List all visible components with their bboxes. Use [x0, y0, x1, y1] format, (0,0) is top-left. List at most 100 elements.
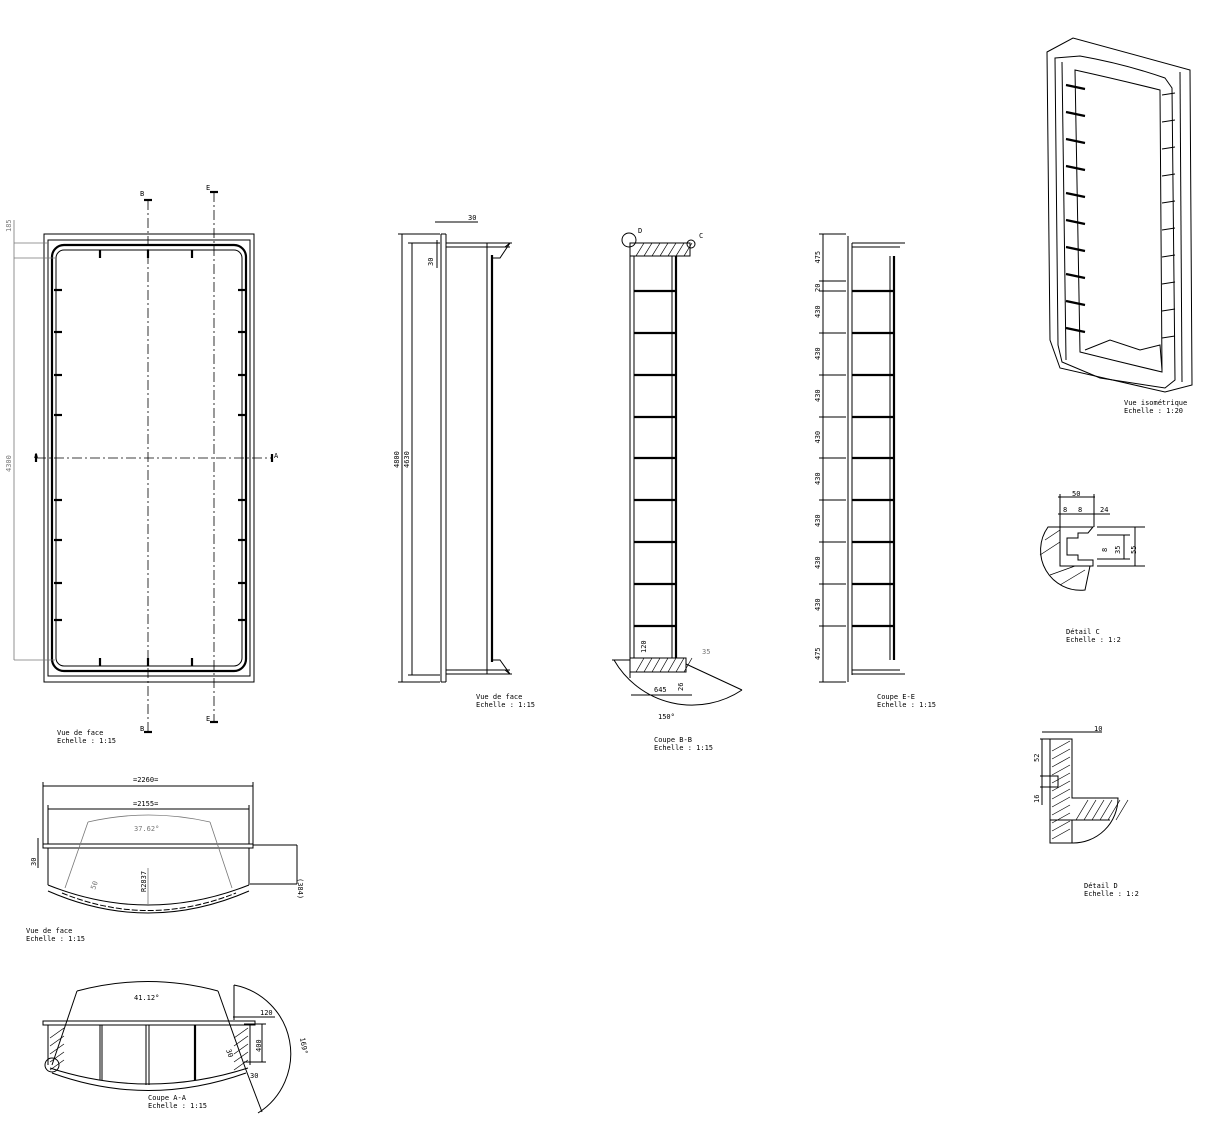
- hatch: [1051, 812, 1071, 824]
- hatch: [635, 242, 645, 257]
- dim-400: 400: [255, 1039, 263, 1052]
- hatch: [1051, 764, 1071, 776]
- dim-645: 645: [654, 686, 667, 694]
- iso-rib: [1065, 83, 1086, 91]
- dim-8c: 8: [1101, 548, 1109, 552]
- hatch: [635, 657, 645, 673]
- iso-rib: [1065, 191, 1086, 199]
- dim-value: 475: [814, 251, 822, 264]
- hatch: [1051, 828, 1071, 840]
- hatch: [667, 657, 677, 673]
- dim-4800: 4800: [393, 451, 401, 468]
- dim-8b: 8: [1078, 506, 1082, 514]
- hatch: [651, 242, 661, 257]
- dim-top-30: 30: [468, 214, 476, 222]
- dim-4630: 4630: [403, 451, 411, 468]
- hatch: [49, 1027, 65, 1039]
- hatch: [643, 242, 653, 257]
- hatch: [233, 1027, 249, 1039]
- dim-value: 430: [814, 389, 822, 402]
- caption-scale: Echelle : 1:15: [654, 744, 713, 752]
- dim-value: 430: [814, 472, 822, 485]
- dim-value: 430: [814, 514, 822, 527]
- dim-30a: 30: [224, 1048, 234, 1059]
- dim-flange-30: 30: [427, 258, 435, 266]
- dim-value: 430: [814, 598, 822, 611]
- hatch: [1051, 820, 1071, 832]
- caption-title: Coupe B-B: [654, 736, 692, 744]
- iso-rib: [1161, 119, 1176, 123]
- iso-rib: [1161, 308, 1176, 312]
- dim-10: 10: [1094, 725, 1102, 733]
- side-view: 30 30 4800 4630 Vue de face Echelle : 1:…: [393, 214, 535, 709]
- hatch: [643, 657, 653, 673]
- hatch: [675, 657, 685, 673]
- iso-rib: [1065, 272, 1086, 280]
- hatch: [659, 657, 669, 673]
- dim-35: 35: [1114, 546, 1122, 554]
- caption-scale: Echelle : 1:2: [1066, 636, 1121, 644]
- iso-rib: [1065, 299, 1086, 307]
- dim-30: 30: [30, 858, 38, 866]
- dim-50: 50: [1072, 490, 1080, 498]
- hatch: [675, 242, 685, 257]
- dim-185: 185: [5, 219, 13, 232]
- front-view: B E A A B E 185 4300 Vue de face Echelle…: [5, 184, 279, 745]
- hatch: [49, 1059, 65, 1071]
- caption-scale: Echelle : 1:15: [26, 935, 85, 943]
- dim-value: 430: [814, 556, 822, 569]
- caption-title: Coupe A-A: [148, 1094, 187, 1102]
- iso-rib: [1065, 218, 1086, 226]
- dim-41-12-deg: 41.12°: [134, 994, 159, 1002]
- hatch: [1083, 799, 1097, 821]
- hatch: [1075, 799, 1089, 821]
- iso-rib: [1161, 281, 1176, 285]
- hatch: [1051, 772, 1071, 784]
- caption-scale: Echelle : 1:2: [1084, 890, 1139, 898]
- dim-value: 475: [814, 647, 822, 660]
- hatch: [1051, 804, 1071, 816]
- caption-scale: Echelle : 1:15: [877, 701, 936, 709]
- caption-title: Vue de face: [57, 729, 103, 737]
- hatch: [667, 242, 677, 257]
- hatch: [49, 1051, 65, 1063]
- section-a-a: 41.12° 120 400 30 30 169° Coupe A-A Eche…: [42, 981, 309, 1114]
- dim-55: 55: [1130, 546, 1138, 554]
- iso-rib: [1161, 335, 1176, 339]
- detail-label-d: D: [638, 227, 642, 235]
- section-mark-a-right: A: [274, 452, 279, 460]
- hatch: [1051, 756, 1071, 768]
- hatch: [1051, 796, 1071, 808]
- hatch: [49, 1035, 65, 1047]
- section-mark-b-top: B: [140, 190, 144, 198]
- hatch: [659, 242, 669, 257]
- section-b-b: D C 120 645 26 35 150° Coupe B-B Echelle…: [612, 227, 743, 752]
- hatch: [1115, 799, 1129, 821]
- caption-title: Vue de face: [26, 927, 72, 935]
- caption-scale: Echelle : 1:15: [148, 1102, 207, 1110]
- dim-value: 20: [814, 284, 822, 292]
- iso-rib: [1065, 137, 1086, 145]
- hatch: [1051, 748, 1071, 760]
- section-mark-b-bottom: B: [140, 725, 144, 733]
- caption-scale: Echelle : 1:15: [476, 701, 535, 709]
- dim-4300: 4300: [5, 455, 13, 472]
- iso-rib: [1161, 146, 1176, 150]
- caption-scale: Echelle : 1:15: [57, 737, 116, 745]
- hatch: [683, 242, 693, 257]
- dim-120: 120: [640, 640, 648, 653]
- iso-rib: [1161, 200, 1176, 204]
- dim-35: 35: [702, 648, 710, 656]
- iso-rib: [1065, 110, 1086, 118]
- hatch: [233, 1035, 249, 1047]
- dim-384: (384): [296, 878, 304, 899]
- caption-title: Vue isométrique: [1124, 399, 1187, 407]
- dim-2260: =2260=: [133, 776, 158, 784]
- dim-24: 24: [1100, 506, 1108, 514]
- hatch: [651, 657, 661, 673]
- iso-rib: [1065, 164, 1086, 172]
- dim-30b: 30: [250, 1072, 258, 1080]
- dim-r2837: R2837: [140, 871, 148, 892]
